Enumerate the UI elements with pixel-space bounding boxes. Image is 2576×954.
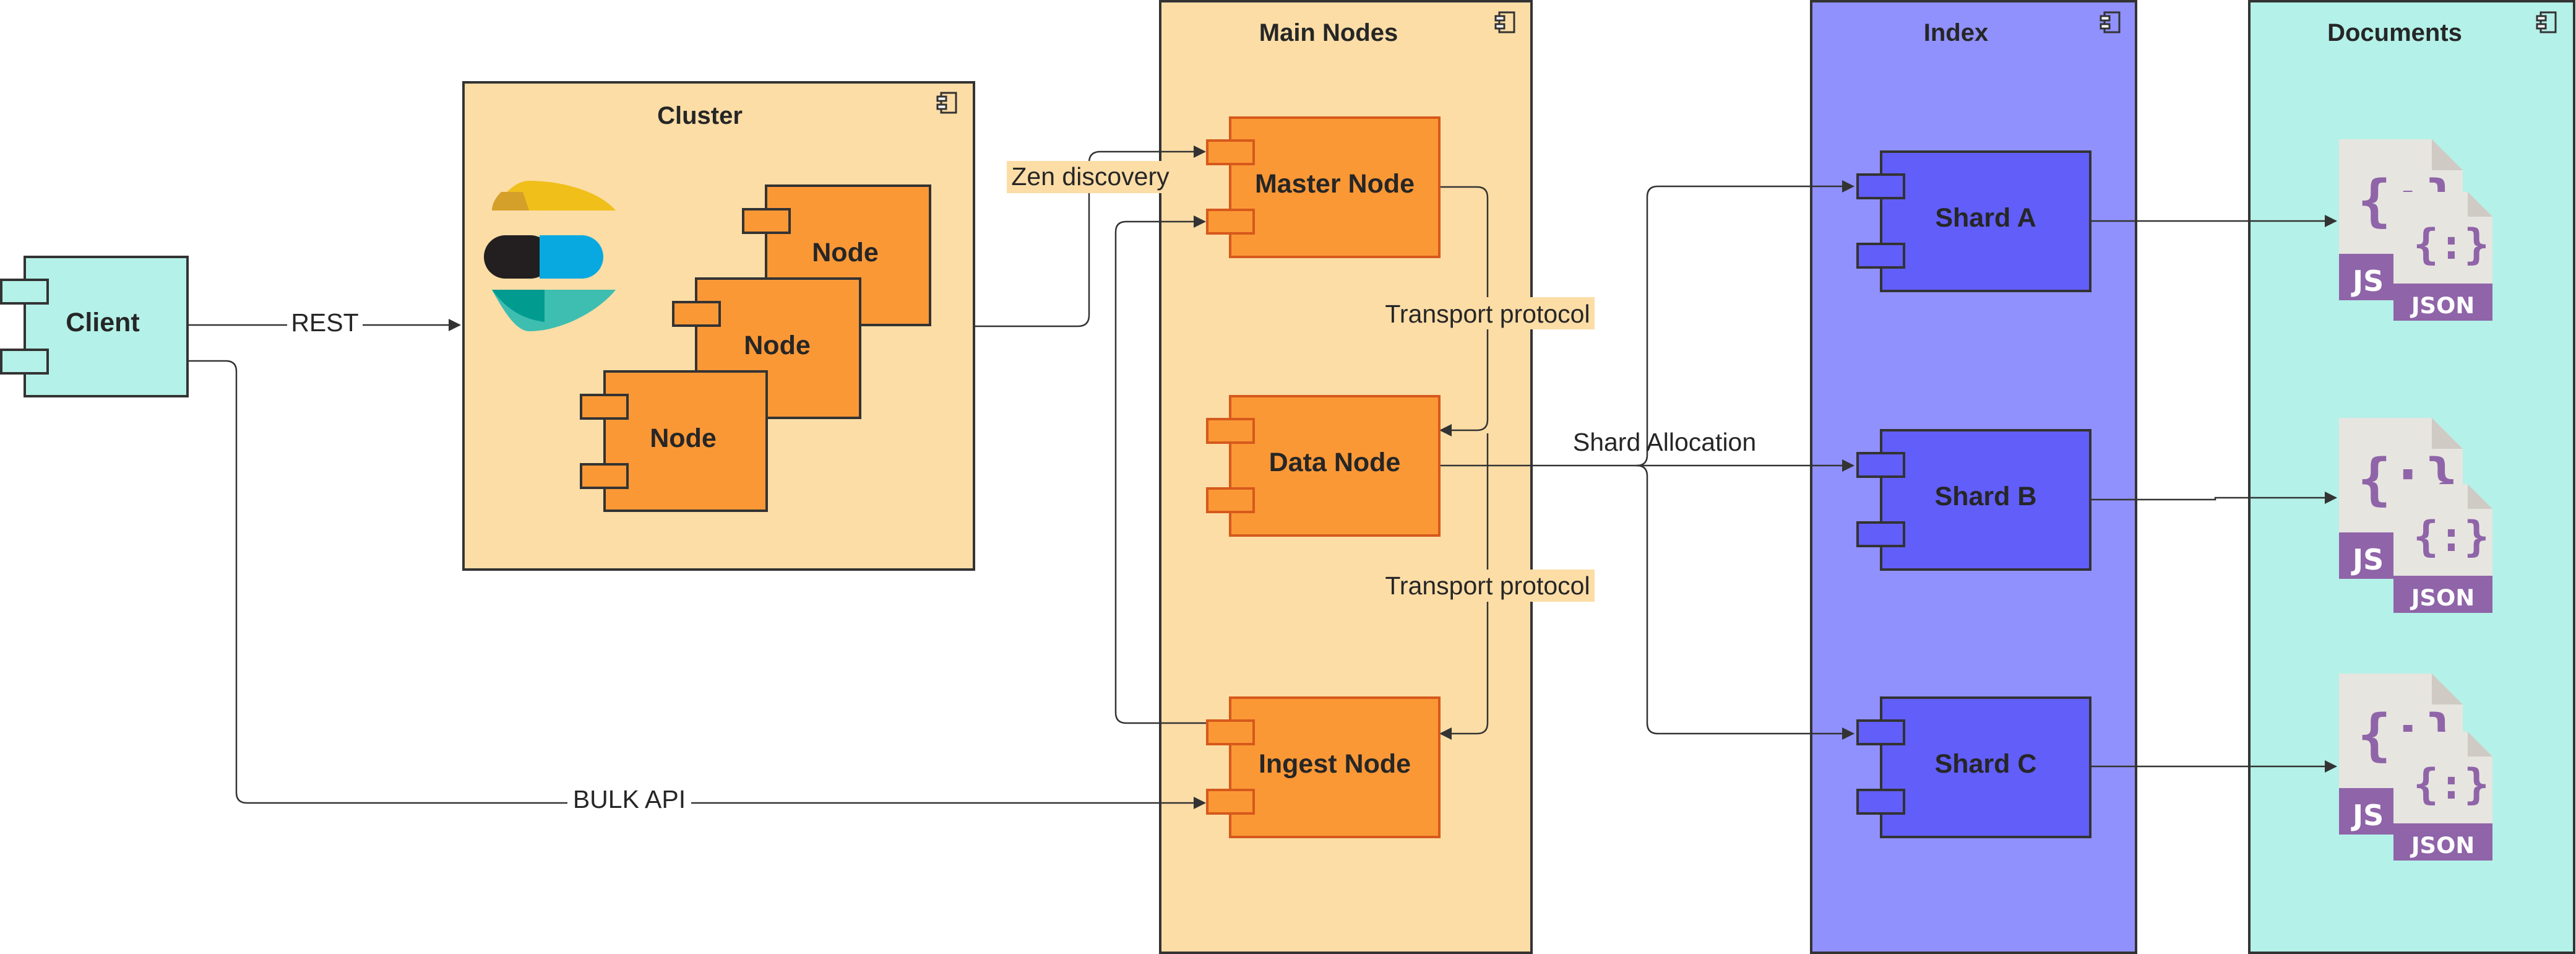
transport-protocol-label-2: Transport protocol	[1385, 571, 1590, 600]
json-file-group-b: {:} JS {:} JSON	[2339, 418, 2492, 613]
elasticsearch-logo	[484, 181, 616, 331]
zen-discovery-label: Zen discovery	[1011, 162, 1170, 191]
json-file-group-a: {:} JS {:} JSON	[2339, 139, 2492, 321]
ingest-node[interactable]: Ingest Node	[1206, 696, 1441, 838]
client-component[interactable]: Client	[0, 256, 189, 397]
json-file-icon: {:} JSON	[2393, 732, 2492, 861]
cluster-node-1[interactable]: Node	[580, 370, 768, 512]
svg-text:{:}: {:}	[2413, 513, 2489, 562]
svg-text:JS: JS	[2351, 543, 2384, 576]
ingest-node-label: Ingest Node	[1259, 749, 1411, 779]
transport-edge-2	[1439, 433, 1489, 740]
edges	[187, 145, 2337, 809]
shard-allocation-edge-a	[1636, 180, 1854, 467]
svg-text:{:}: {:}	[2413, 760, 2489, 809]
data-node[interactable]: Data Node	[1206, 395, 1441, 537]
zen-discovery-edge	[975, 145, 1206, 327]
cluster-title: Cluster	[657, 102, 743, 129]
json-file-icon: {:} JSON	[2393, 484, 2492, 613]
json-file-icon: {:} JSON	[2393, 192, 2492, 321]
edge-labels: REST BULK API Zen discovery Transport pr…	[287, 161, 1756, 817]
transport-protocol-label-1: Transport protocol	[1385, 300, 1590, 328]
client-label: Client	[66, 308, 139, 337]
rest-label: REST	[291, 308, 358, 337]
shard-c[interactable]: Shard C	[1856, 696, 2091, 838]
shard-allocation-edge-c	[1636, 464, 1854, 740]
json-file-group-c: {:} JS {:} JSON	[2339, 674, 2492, 861]
svg-text:JS: JS	[2351, 264, 2384, 298]
bulk-api-edge	[187, 360, 1206, 809]
master-node-label: Master Node	[1255, 169, 1415, 199]
index-title: Index	[1924, 19, 1988, 46]
cluster-node-label: Node	[812, 238, 879, 267]
shard-a-label: Shard A	[1935, 203, 2036, 233]
main-nodes-title: Main Nodes	[1259, 19, 1398, 46]
svg-text:JSON: JSON	[2410, 584, 2475, 611]
ingest-to-master-edge	[1114, 215, 1207, 724]
shard-a[interactable]: Shard A	[1856, 150, 2091, 292]
bulk-api-label: BULK API	[573, 785, 686, 813]
shard-allocation-label: Shard Allocation	[1573, 428, 1756, 456]
svg-text:JSON: JSON	[2410, 292, 2475, 319]
master-node[interactable]: Master Node	[1206, 116, 1441, 258]
documents-title: Documents	[2327, 19, 2462, 46]
svg-text:JS: JS	[2351, 799, 2384, 832]
shard-b-docs-edge	[2090, 492, 2337, 504]
cluster-node-label: Node	[650, 423, 717, 453]
shard-b[interactable]: Shard B	[1856, 429, 2091, 571]
shard-b-label: Shard B	[1935, 482, 2037, 511]
svg-text:JSON: JSON	[2410, 832, 2475, 859]
svg-text:{:}: {:}	[2413, 220, 2489, 269]
shard-c-label: Shard C	[1935, 749, 2037, 779]
data-node-label: Data Node	[1269, 448, 1401, 477]
cluster-node-label: Node	[744, 331, 811, 360]
